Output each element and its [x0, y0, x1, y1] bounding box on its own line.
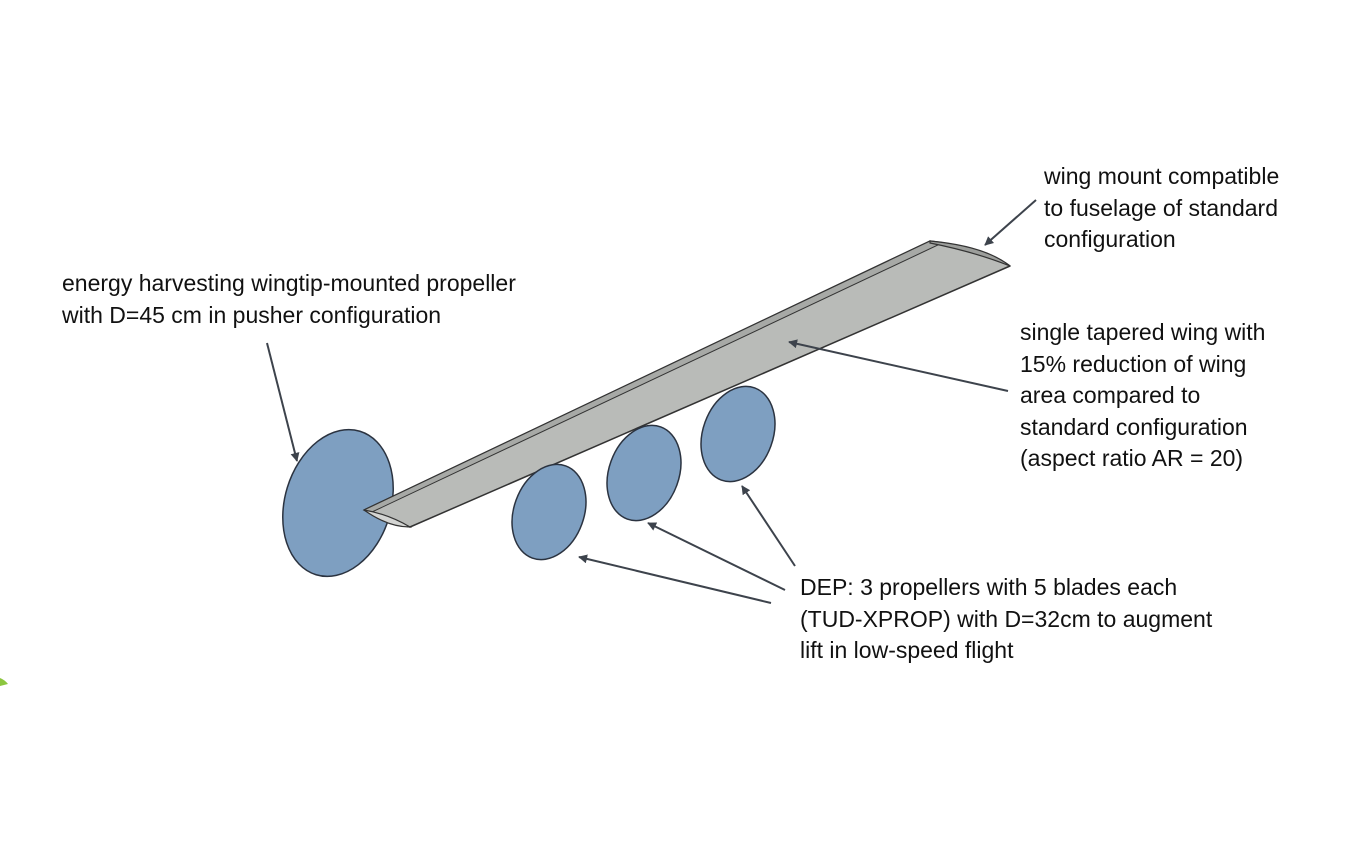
wing-mount-label-line: to fuselage of standard	[1044, 194, 1278, 221]
wing-mount-label-line: configuration	[1044, 226, 1176, 252]
tapered-wing-label: single tapered wing with 15% reduction o…	[1020, 317, 1265, 475]
dep-propellers-label: DEP: 3 propellers with 5 blades each (TU…	[800, 572, 1212, 667]
dep-propellers-label-line: DEP: 3 propellers with 5 blades each	[800, 574, 1178, 600]
tapered-wing-arrow	[788, 339, 1009, 392]
edge-mark	[0, 678, 8, 686]
dep-arrow-2	[647, 522, 786, 591]
wingtip-propeller-label-line: energy harvesting wingtip-mounted propel…	[62, 270, 516, 296]
dep-arrow-3	[741, 485, 796, 567]
tapered-wing-label-line: area compared to	[1020, 382, 1201, 408]
dep-propellers-label-line: (TUD-XPROP) with D=32cm to augment	[800, 605, 1213, 632]
dep-arrow-1	[578, 554, 772, 604]
tapered-wing	[362, 240, 1011, 528]
dep-propeller-disk-2	[606, 424, 682, 522]
wingtip-propeller-label-line: with D=45 cm in pusher configuration	[62, 301, 442, 328]
wing-mount-label: wing mount compatible to fuselage of sta…	[1044, 161, 1279, 256]
tapered-wing-label-line: standard configuration	[1020, 413, 1248, 440]
dep-propellers-label-line: lift in low-speed flight	[800, 637, 1014, 663]
wing-mount-label-line: wing mount compatible	[1044, 163, 1280, 189]
wingtip-propeller-label: energy harvesting wingtip-mounted propel…	[62, 268, 516, 331]
tapered-wing-label-line: 15% reduction of wing	[1020, 350, 1247, 377]
dep-propeller-disk-3	[700, 385, 776, 483]
dep-propeller-disk-1	[511, 463, 587, 561]
tapered-wing-label-line: (aspect ratio AR = 20)	[1020, 445, 1244, 471]
tapered-wing-label-line: single tapered wing with	[1020, 319, 1266, 345]
wing-mount-arrow	[984, 199, 1037, 246]
wingtip-propeller-arrow	[266, 342, 300, 462]
